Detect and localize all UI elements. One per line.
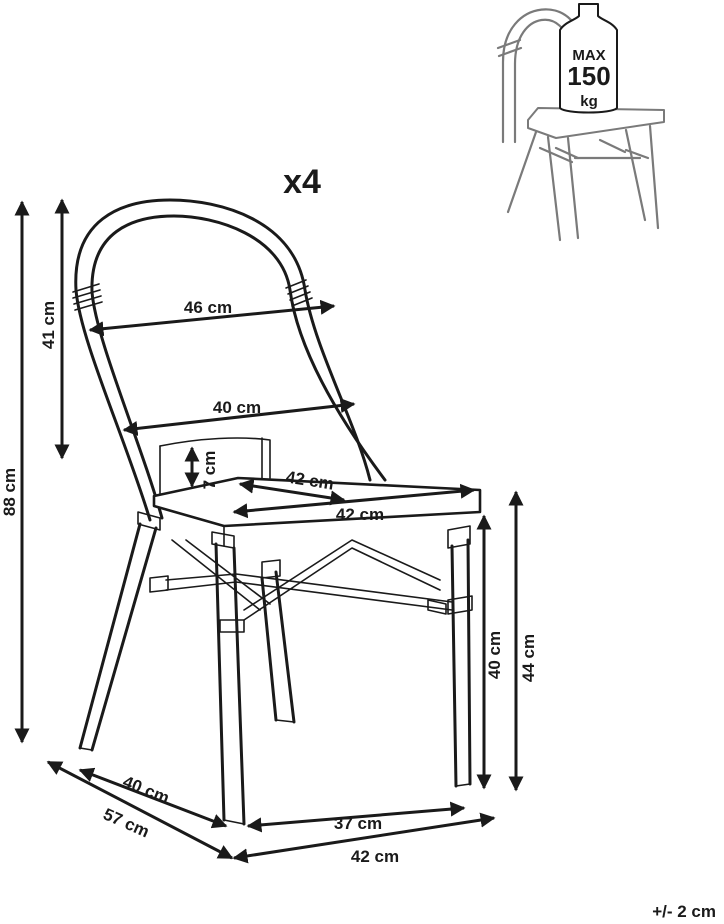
- max-load-line3: kg: [580, 93, 598, 110]
- dim-total-width: 42 cm: [351, 847, 399, 866]
- dim-seat-width: 42 cm: [336, 505, 384, 524]
- weight-icon: [559, 3, 618, 114]
- dim-backrest-height: 41 cm: [39, 301, 58, 349]
- dim-total-height: 88 cm: [0, 468, 19, 516]
- dim-base-width-inner: 37 cm: [334, 814, 382, 833]
- chair-drawing: [72, 198, 482, 826]
- tolerance-note: +/- 2 cm: [652, 902, 716, 921]
- dim-total-depth: 57 cm: [100, 804, 152, 841]
- max-load-line1: MAX: [572, 47, 605, 64]
- dimension-lines: [14, 198, 524, 864]
- dim-backrest-width-bottom: 40 cm: [213, 398, 261, 417]
- dim-backrest-width-top: 46 cm: [184, 298, 232, 317]
- max-load-line2: 150: [567, 61, 610, 91]
- dim-seat-height-inner: 40 cm: [485, 631, 504, 679]
- dim-backrest-gap: 7 cm: [200, 451, 219, 490]
- max-load-illustration: MAX 150 kg: [496, 3, 665, 242]
- quantity-label: x4: [283, 163, 321, 201]
- dim-seat-height: 44 cm: [519, 634, 538, 682]
